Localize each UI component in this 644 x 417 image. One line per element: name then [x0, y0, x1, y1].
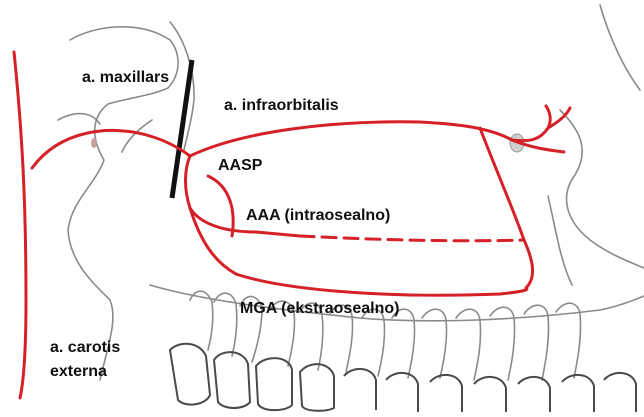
teeth-crowns: [170, 344, 636, 412]
label-mga: MGA (ekstraosealno): [240, 301, 399, 317]
aaa-vessel-dashed: [300, 236, 524, 241]
maxillary-artery-vessel: [32, 130, 190, 168]
ear-marker: [91, 138, 97, 148]
crown-row: [170, 344, 334, 411]
label-aasp: AASP: [218, 158, 262, 174]
label-carotis-line1: a. carotis: [50, 340, 120, 356]
aaa-vessel: [256, 232, 300, 236]
label-carotis-line2: externa: [50, 364, 107, 380]
nose-outline: [600, 5, 640, 90]
infraorbital-artery-vessel: [190, 122, 512, 156]
carotis-externa-vessel: [14, 52, 26, 398]
label-a-maxillaris: a. maxillars: [82, 70, 169, 86]
right-descending-vessel: [480, 128, 533, 288]
crown-row-2: [344, 369, 636, 412]
cheek-outline: [58, 114, 100, 124]
nasal-outline: [560, 110, 644, 268]
label-aaa: AAA (intraosealno): [246, 208, 390, 224]
skull-outline: [58, 5, 644, 380]
label-a-infraorbitalis: a. infraorbitalis: [224, 98, 339, 114]
